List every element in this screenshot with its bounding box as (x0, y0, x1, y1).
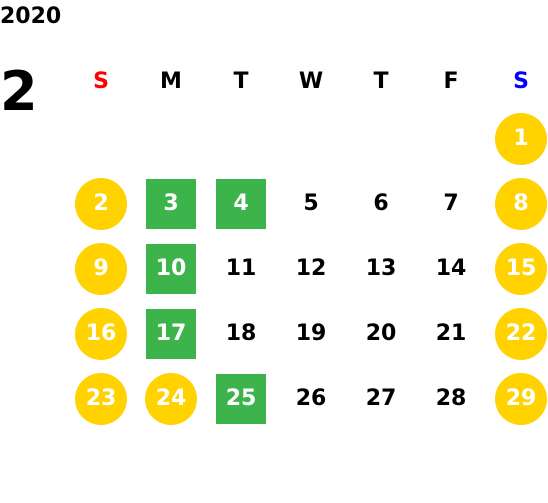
day-cell[interactable]: 10 (136, 236, 206, 301)
empty-day-cell (416, 106, 486, 171)
empty-day-cell (136, 106, 206, 171)
day-cell[interactable]: 6 (346, 171, 416, 236)
weekday-header-saturday: S (513, 68, 529, 94)
empty-day-cell (66, 106, 136, 171)
day-number: 10 (146, 243, 196, 294)
day-cell[interactable]: 18 (206, 301, 276, 366)
day-cell[interactable]: 25 (206, 366, 276, 431)
empty-day-number (145, 113, 197, 165)
day-cell[interactable]: 9 (66, 236, 136, 301)
day-cell[interactable]: 19 (276, 301, 346, 366)
day-number: 19 (295, 321, 327, 346)
day-cell[interactable]: 8 (486, 171, 548, 236)
day-cell[interactable]: 15 (486, 236, 548, 301)
day-number: 15 (495, 242, 547, 295)
day-number: 21 (435, 321, 467, 346)
day-number: 16 (75, 307, 127, 360)
empty-day-cell (346, 106, 416, 171)
weekday-header-friday: F (443, 68, 459, 94)
day-cell[interactable]: 17 (136, 301, 206, 366)
day-number: 20 (365, 321, 397, 346)
day-number: 28 (435, 386, 467, 411)
weekday-header-monday: M (160, 68, 182, 94)
day-cell[interactable]: 27 (346, 366, 416, 431)
day-cell[interactable]: 21 (416, 301, 486, 366)
day-number: 3 (146, 178, 196, 229)
day-cell[interactable]: 7 (416, 171, 486, 236)
day-cell[interactable]: 22 (486, 301, 548, 366)
day-number: 6 (373, 191, 389, 216)
day-cell[interactable]: 28 (416, 366, 486, 431)
weekday-header-wednesday: W (298, 68, 324, 94)
day-number: 29 (495, 372, 547, 425)
day-number: 25 (216, 373, 266, 424)
day-cell[interactable]: 24 (136, 366, 206, 431)
day-cell[interactable]: 12 (276, 236, 346, 301)
day-cell[interactable]: 29 (486, 366, 548, 431)
day-number: 7 (443, 191, 459, 216)
day-number: 12 (295, 256, 327, 281)
day-number: 18 (225, 321, 257, 346)
day-number: 22 (495, 307, 547, 360)
day-cell[interactable]: 2 (66, 171, 136, 236)
day-number: 1 (495, 112, 547, 165)
day-cell[interactable]: 5 (276, 171, 346, 236)
day-number: 17 (146, 308, 196, 359)
day-cell[interactable]: 23 (66, 366, 136, 431)
empty-day-cell (206, 106, 276, 171)
day-cell[interactable]: 16 (66, 301, 136, 366)
empty-day-number (285, 113, 337, 165)
day-cell[interactable]: 1 (486, 106, 548, 171)
day-number: 13 (365, 256, 397, 281)
day-number: 8 (495, 177, 547, 230)
empty-day-cell (276, 106, 346, 171)
day-number: 14 (435, 256, 467, 281)
day-number: 24 (145, 372, 197, 425)
empty-day-number (425, 113, 477, 165)
month-number: 2 (0, 60, 38, 123)
day-cell[interactable]: 3 (136, 171, 206, 236)
day-cell[interactable]: 20 (346, 301, 416, 366)
empty-day-number (215, 113, 267, 165)
day-number: 5 (303, 191, 319, 216)
day-number: 23 (75, 372, 127, 425)
weekday-header-tuesday: T (233, 68, 249, 94)
day-cell[interactable]: 14 (416, 236, 486, 301)
empty-day-number (75, 113, 127, 165)
day-cell[interactable]: 13 (346, 236, 416, 301)
day-cell[interactable]: 11 (206, 236, 276, 301)
day-number: 27 (365, 386, 397, 411)
day-number: 11 (225, 256, 257, 281)
day-number: 9 (75, 242, 127, 295)
day-number: 2 (75, 177, 127, 230)
empty-day-number (355, 113, 407, 165)
weekday-header-thursday: T (373, 68, 389, 94)
day-cell[interactable]: 26 (276, 366, 346, 431)
weekday-header-sunday: S (93, 68, 109, 94)
day-cell[interactable]: 4 (206, 171, 276, 236)
year-label: 2020 (0, 4, 62, 29)
day-number: 4 (216, 178, 266, 229)
day-number: 26 (295, 386, 327, 411)
